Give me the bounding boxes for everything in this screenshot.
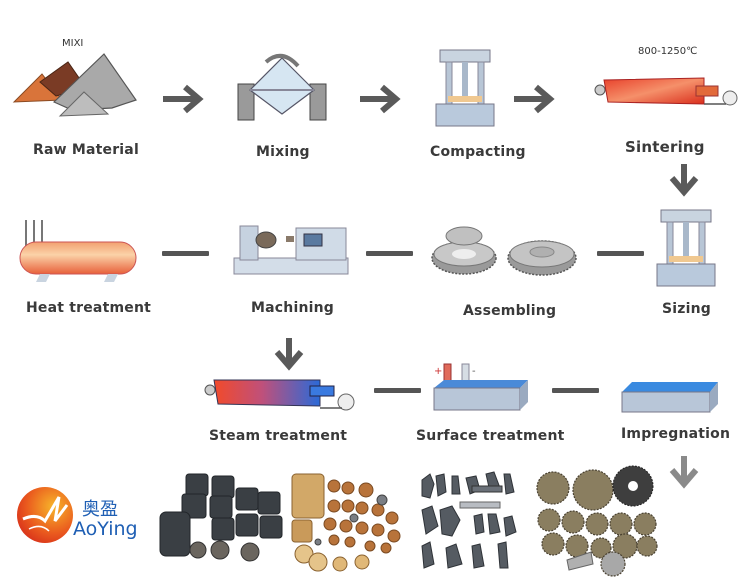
product-iron-bushings-image xyxy=(159,473,283,562)
sintering-furnace-icon xyxy=(594,77,738,106)
step-label-compacting: Compacting xyxy=(430,144,526,160)
minus-terminal-label: - xyxy=(472,366,476,377)
logo-english-text: AoYing xyxy=(73,518,138,540)
step-label-steam-treatment: Steam treatment xyxy=(209,428,348,444)
plus-terminal-label: + xyxy=(434,366,442,377)
lathe-icon xyxy=(233,225,349,275)
gears-icon xyxy=(431,226,577,276)
step-label-sintering: Sintering xyxy=(625,138,705,156)
logo-chinese-text: 奥盈 xyxy=(82,499,118,520)
connector-line xyxy=(366,251,413,256)
impregnation-bath-icon xyxy=(621,382,718,413)
arrow-down-icon xyxy=(669,164,699,197)
arrow-down-icon xyxy=(669,456,699,489)
aoying-logo-icon xyxy=(17,487,73,543)
product-gears-image xyxy=(536,465,658,577)
mixer-icon xyxy=(237,54,327,121)
product-bronze-bearings-image xyxy=(291,473,401,572)
electroplating-bath-icon: + - xyxy=(433,363,528,411)
arrow-right-icon xyxy=(514,84,555,114)
step-label-surface-treatment: Surface treatment xyxy=(416,428,565,444)
heat-treatment-tank-icon xyxy=(19,220,137,282)
step-label-sizing: Sizing xyxy=(662,301,712,317)
steam-furnace-icon xyxy=(204,379,355,411)
step-label-assembling: Assembling xyxy=(463,303,557,319)
connector-line xyxy=(597,251,644,256)
press-icon xyxy=(656,209,716,287)
powder-piles-icon xyxy=(12,53,137,117)
step-label-machining: Machining xyxy=(251,300,334,316)
arrow-right-icon xyxy=(360,84,401,114)
step-label-heat-treatment: Heat treatment xyxy=(26,300,151,316)
step-label-impregnation: Impregnation xyxy=(621,426,731,442)
connector-line xyxy=(374,388,421,393)
press-icon xyxy=(435,49,495,127)
connector-line xyxy=(552,388,599,393)
step-label-raw-material: Raw Material xyxy=(33,142,139,158)
connector-line xyxy=(162,251,209,256)
step-label-mixing: Mixing xyxy=(256,144,310,160)
product-structural-parts-image xyxy=(421,471,517,569)
arrow-down-icon xyxy=(274,338,304,371)
raw-material-annotation: MIXI xyxy=(62,38,84,49)
sintering-temperature-annotation: 800-1250℃ xyxy=(638,46,698,57)
arrow-right-icon xyxy=(163,84,204,114)
